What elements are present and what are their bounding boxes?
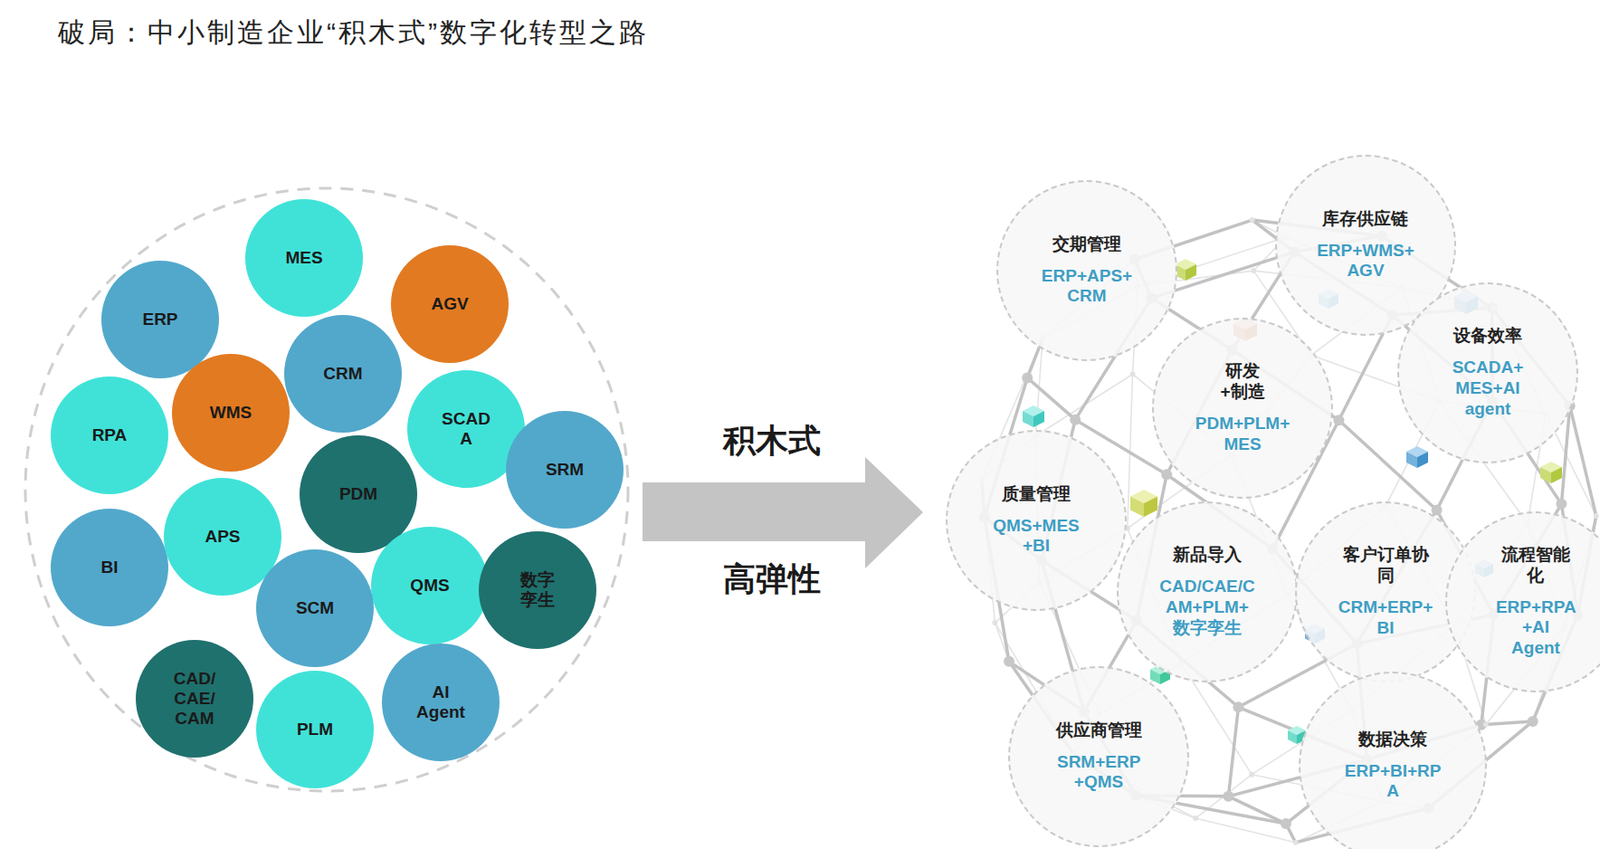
module-name: AGV: [430, 294, 468, 315]
module-circle: PLM: [256, 670, 374, 789]
sphere-joint: [1249, 217, 1256, 223]
cube-right: [1417, 451, 1429, 468]
arrow-label: 积木式: [723, 419, 821, 464]
sphere-joint: [1593, 513, 1600, 519]
sphere-joint: [1232, 701, 1244, 713]
module-name: SRM: [545, 459, 584, 480]
sphere-joint: [991, 619, 998, 626]
module-circle: BI: [50, 508, 169, 627]
cube-left: [1130, 496, 1144, 518]
block-arrow: [642, 457, 924, 569]
module-combo: CRM+ERP+ BI: [1338, 597, 1434, 639]
module-name: QMS: [409, 575, 449, 596]
module-name: RPA: [92, 425, 128, 446]
sphere-joint: [1280, 818, 1292, 829]
scenario-heading: 交期管理: [1052, 234, 1122, 256]
module-circle: QMS: [371, 526, 489, 645]
scenario-heading: 客户订单协 同: [1342, 544, 1429, 587]
module-combo: SCADA+ MES+AI agent: [1452, 357, 1524, 420]
module-name: CAD/ CAE/ CAM: [173, 668, 216, 729]
module-combo: ERP+WMS+ AGV: [1316, 240, 1415, 283]
module-name: BI: [101, 557, 119, 578]
sphere-joint: [1333, 414, 1344, 426]
module-combo: ERP+BI+RP A: [1344, 761, 1441, 803]
module-name: APS: [204, 526, 240, 547]
module-name: ERP: [142, 309, 178, 330]
module-name: SCAD A: [441, 409, 491, 449]
module-circle: RPA: [50, 376, 169, 495]
scenario-heading: 研发+制造: [1219, 361, 1265, 403]
cube-left: [1287, 730, 1297, 744]
module-name: AI Agent: [416, 682, 466, 723]
cube-left: [1540, 466, 1552, 484]
sphere-joint: [1222, 790, 1234, 802]
sphere-joint: [1248, 771, 1255, 778]
scenario-circle: 设备效率 SCADA+ MES+AI agent: [1397, 282, 1579, 464]
sphere-joint: [1555, 498, 1567, 510]
scenario-heading: 新品导入: [1172, 544, 1242, 566]
module-circle: WMS: [171, 353, 290, 472]
module-name: 数字 孪生: [520, 570, 555, 610]
module-combo: QMS+MES +BI: [992, 515, 1080, 558]
module-combo: ERP+APS+ CRM: [1041, 266, 1133, 308]
module-circle: 数字 孪生: [478, 531, 597, 649]
sphere-joint: [1483, 721, 1489, 727]
scenario-circle: 新品导入 CAD/CAE/C AM+PLM+ 数字孪生: [1116, 501, 1298, 683]
page-title: 破局：中小制造企业“积木式”数字化转型之路: [57, 14, 649, 52]
cube-right: [1033, 410, 1045, 428]
sphere-joint: [1003, 656, 1015, 667]
scenario-heading: 库存供应链: [1322, 209, 1409, 230]
module-circle: AGV: [390, 245, 509, 363]
sphere-joint: [1192, 815, 1199, 821]
dashed-outline: [25, 188, 629, 791]
sphere-joint: [1069, 414, 1081, 426]
module-circle: AI Agent: [381, 643, 500, 762]
sphere-strut: [1481, 721, 1534, 725]
cube-right: [1551, 466, 1562, 484]
cube-left: [1022, 410, 1034, 428]
sphere-joint: [1250, 267, 1257, 274]
module-name: MES: [285, 247, 323, 268]
sphere-strut: [1570, 405, 1597, 516]
scenario-circle: 数据决策 ERP+BI+RP A: [1298, 671, 1487, 849]
module-name: CRM: [323, 363, 362, 384]
sphere-joint: [1527, 715, 1539, 727]
scenario-heading: 设备效率: [1453, 325, 1523, 347]
sphere-joint: [1293, 839, 1299, 846]
sphere-joint: [1021, 371, 1033, 383]
module-name: PLM: [296, 719, 334, 740]
arrow-label: 高弹性: [723, 557, 821, 602]
scenario-circle: 研发+制造 PDM+PLM+ MES: [1152, 317, 1334, 499]
module-name: WMS: [209, 402, 252, 423]
module-name: PDM: [339, 484, 378, 505]
module-combo: ERP+RPA +AI Agent: [1495, 597, 1576, 659]
scenario-circle: 流程智能 化 ERP+RPA +AI Agent: [1445, 511, 1600, 693]
module-combo: CAD/CAE/C AM+PLM+ 数字孪生: [1159, 576, 1256, 639]
module-circle: SRM: [505, 410, 624, 529]
cube-left: [1406, 451, 1418, 468]
sphere-joint: [1431, 504, 1443, 515]
cube-right: [1143, 496, 1158, 518]
sphere-joint: [1161, 468, 1172, 480]
module-combo: PDM+PLM+ MES: [1195, 413, 1291, 456]
scenario-circle: 供应商管理 SRM+ERP +QMS: [1008, 666, 1190, 848]
sphere-strut: [1228, 796, 1286, 824]
module-circle: CRM: [284, 314, 402, 433]
module-circle: MES: [245, 199, 363, 317]
module-circle: CAD/ CAE/ CAM: [135, 639, 254, 758]
sphere-strut: [1228, 706, 1239, 797]
scenario-heading: 流程智能 化: [1501, 544, 1571, 587]
scenario-heading: 数据决策: [1358, 729, 1428, 751]
module-circle: SCM: [256, 549, 374, 667]
sphere-joint: [1130, 371, 1136, 377]
scenario-heading: 质量管理: [1001, 484, 1071, 505]
module-name: SCM: [295, 598, 334, 619]
module-combo: SRM+ERP +QMS: [1057, 752, 1141, 794]
scenario-heading: 供应商管理: [1056, 720, 1143, 742]
cube-left: [1150, 669, 1161, 686]
cube-right: [1185, 264, 1197, 281]
scenario-circle: 交期管理 ERP+APS+ CRM: [996, 180, 1178, 362]
scenario-circle: 质量管理 QMS+MES +BI: [945, 429, 1127, 611]
